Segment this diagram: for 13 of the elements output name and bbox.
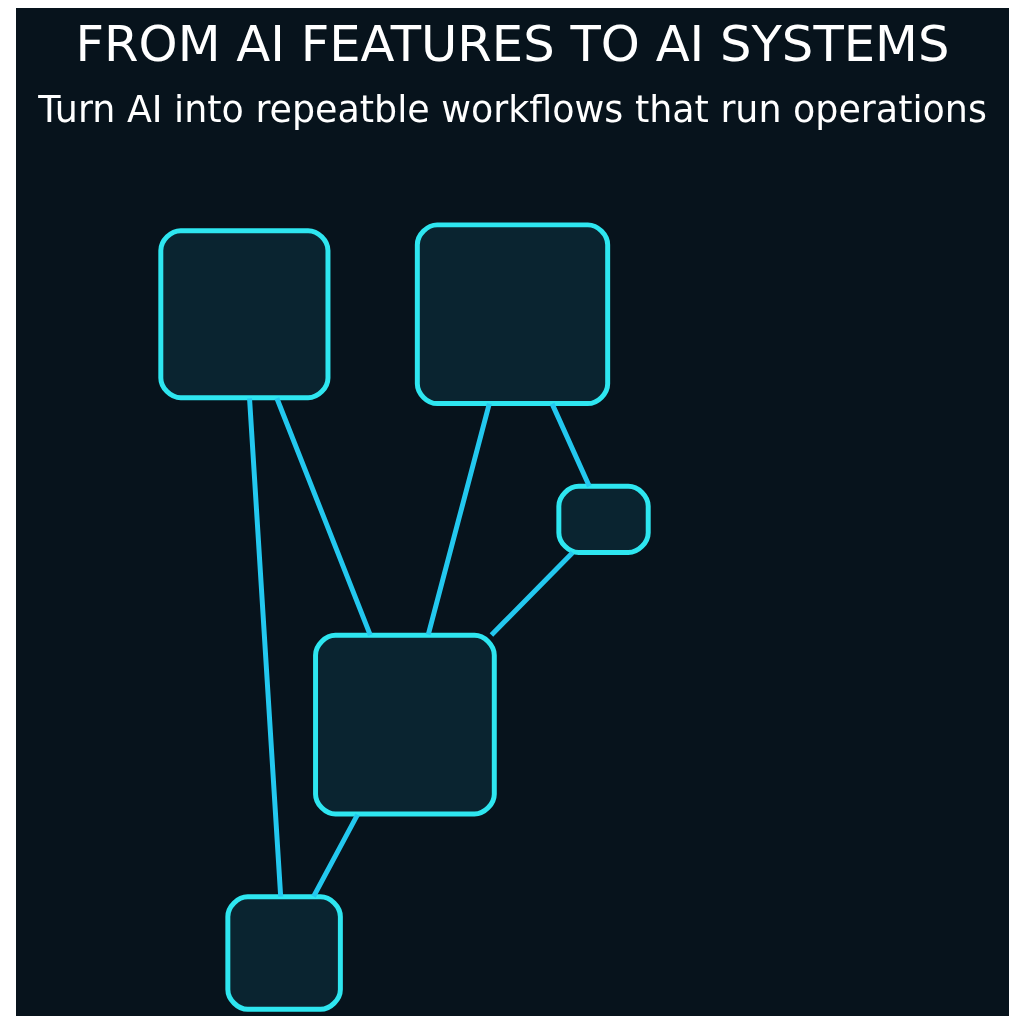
node-box (414, 222, 610, 407)
connector (489, 550, 574, 637)
node-box (312, 632, 497, 817)
connector (549, 402, 592, 488)
connector (246, 398, 283, 897)
node-box (157, 228, 330, 401)
connector (310, 813, 360, 898)
node-box (555, 483, 651, 556)
connector (274, 397, 373, 637)
node-box (224, 894, 343, 1012)
connector (425, 403, 492, 636)
diagram-title: FROM AI FEATURES TO AI SYSTEMS (75, 15, 949, 74)
label: Turn AI into repeatble workflows that run operations (37, 87, 987, 131)
